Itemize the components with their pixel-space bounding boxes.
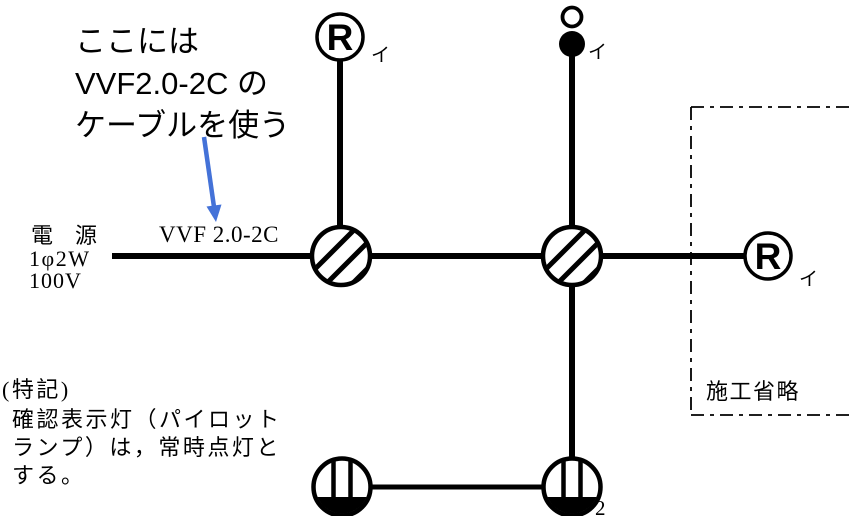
circuit-mark: イ bbox=[799, 269, 818, 290]
power-source-phase: 1φ2W bbox=[29, 246, 90, 271]
outlet-count: 2 bbox=[595, 496, 606, 516]
hatch-line bbox=[314, 229, 368, 283]
junction-box-right bbox=[540, 224, 604, 288]
power-source-title: 電 源 bbox=[31, 223, 97, 248]
lamp-receptacle-letter: R bbox=[327, 17, 354, 58]
note-line: ランプ）は，常時点灯と bbox=[12, 435, 281, 460]
power-source-voltage: 100V bbox=[29, 268, 82, 293]
annotation-line: VVF2.0-2C の bbox=[75, 66, 268, 101]
outlet-wall-fill bbox=[545, 497, 599, 514]
lamp-receptacle-circle bbox=[743, 231, 793, 281]
note-line: する。 bbox=[12, 463, 86, 488]
junction-box-circle bbox=[309, 224, 373, 288]
ceiling-rosette: イ bbox=[559, 5, 607, 63]
annotation-arrow-shaft bbox=[201, 136, 217, 208]
lamp-receptacle-circle bbox=[315, 12, 365, 62]
hatch-line bbox=[545, 229, 599, 283]
annotation-arrow-head bbox=[206, 204, 222, 222]
rosette-ring bbox=[560, 5, 584, 29]
circuit-mark: イ bbox=[588, 42, 607, 63]
outlet-wall-fill bbox=[315, 497, 369, 514]
lamp-receptacle-top: R イ bbox=[315, 12, 390, 66]
annotation-line: ここには bbox=[75, 24, 199, 59]
junction-box-left bbox=[309, 224, 373, 288]
cable-annotation: ここには VVF2.0-2C の ケーブルを使う bbox=[75, 24, 290, 222]
annotation-line: ケーブルを使う bbox=[75, 108, 290, 143]
cable-type-label: VVF 2.0-2C bbox=[159, 222, 279, 247]
special-note: (特記) 確認表示灯（パイロット ランプ）は，常時点灯と する。 bbox=[2, 377, 282, 488]
junction-box-circle bbox=[540, 224, 604, 288]
omission-label: 施工省略 bbox=[706, 379, 800, 404]
note-line: 確認表示灯（パイロット bbox=[12, 407, 282, 432]
lamp-receptacle-letter: R bbox=[755, 236, 782, 277]
note-line: (特記) bbox=[2, 377, 71, 402]
circuit-mark: イ bbox=[371, 45, 390, 66]
lamp-receptacle-right: R イ bbox=[743, 231, 818, 290]
outlet-left bbox=[311, 456, 373, 516]
omission-dashed-box bbox=[690, 106, 854, 416]
hatch-line bbox=[314, 229, 368, 283]
rosette-body bbox=[559, 31, 585, 57]
outlet-double-right: 2 bbox=[541, 456, 606, 516]
hatch-line bbox=[545, 229, 599, 283]
power-source-label: 電 源 1φ2W 100V bbox=[29, 223, 97, 293]
